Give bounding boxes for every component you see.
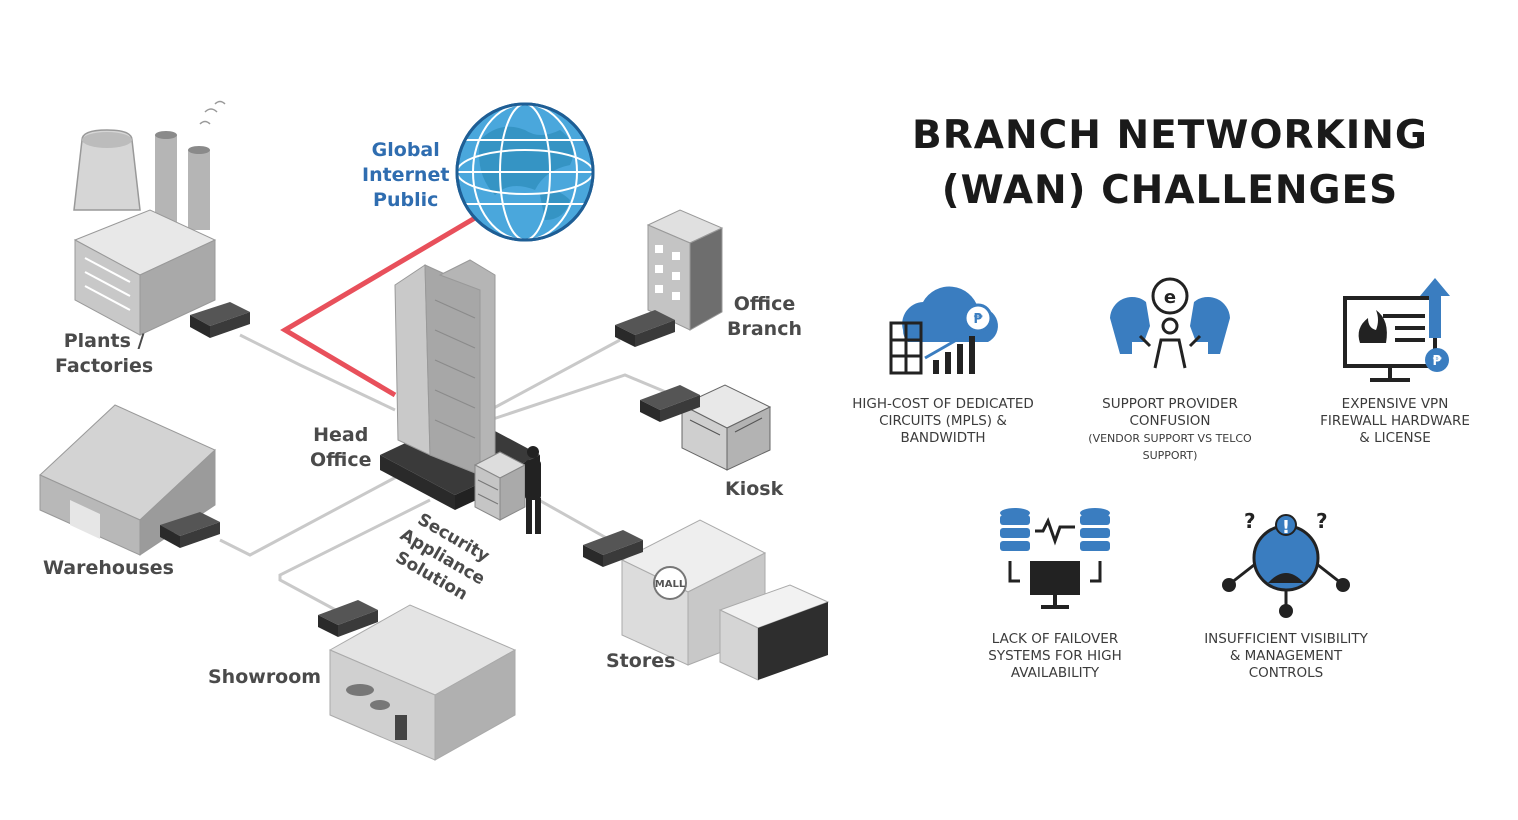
support-confusion-icon: e (1110, 277, 1230, 369)
challenge-support-confusion: e SUPPORT PROVIDER CONFUSION (VENDOR SUP… (1065, 268, 1275, 464)
label-global-internet: Global Internet Public (362, 139, 450, 211)
svg-text:e: e (1164, 287, 1176, 308)
office-building-icon (646, 209, 724, 331)
label-showroom: Showroom (208, 666, 322, 688)
challenge-firewall-cost: ₱ EXPENSIVE VPN FIREWALL HARDWARE & LICE… (1290, 268, 1500, 447)
person-icon (525, 446, 541, 534)
label-head-office: Head Office (310, 424, 372, 471)
showroom-icon (328, 604, 517, 761)
cloud-cost-icon: ₱ (889, 286, 998, 375)
challenge-high-cost: ₱ HIGH-COST OF DEDICATED CIRCUITS (MPLS)… (838, 268, 1048, 447)
svg-text:?: ? (1244, 509, 1256, 533)
connection-links (219, 333, 686, 617)
svg-text:!: ! (1282, 517, 1290, 538)
factory-icon (73, 100, 226, 336)
challenge-failover: LACK OF FAILOVER SYSTEMS FOR HIGH AVAILA… (950, 503, 1160, 682)
label-office-branch: Office Branch (727, 293, 802, 340)
svg-text:?: ? (1316, 509, 1328, 533)
title-line-2: (WAN) CHALLENGES (941, 168, 1399, 213)
svg-text:₱: ₱ (973, 312, 983, 327)
challenge-visibility: ? ? ! INSUFFICIENT VISIBILITY & MANAGEME… (1181, 503, 1391, 682)
link-office-branch (489, 338, 621, 412)
network-diagram: MALL (39, 100, 830, 761)
link-showroom (278, 498, 431, 617)
failover-icon (1000, 508, 1110, 609)
svg-text:₱: ₱ (1432, 354, 1442, 369)
label-warehouses: Warehouses (43, 557, 174, 579)
label-stores: Stores (606, 650, 676, 672)
link-internet (280, 212, 482, 398)
warehouse-icon (39, 404, 216, 556)
server-rack-icon (473, 451, 527, 521)
globe-icon (455, 102, 595, 242)
visibility-icon: ? ? ! (1222, 509, 1350, 618)
label-plants-factories: Plants / Factories (55, 330, 154, 377)
router-plants (190, 302, 250, 338)
page-title: BRANCH NETWORKING (WAN) CHALLENGES (870, 108, 1470, 218)
firewall-cost-icon: ₱ (1343, 278, 1450, 382)
link-stores (529, 493, 611, 542)
label-kiosk: Kiosk (725, 478, 784, 500)
mall-icon: MALL (620, 519, 830, 681)
router-kiosk (640, 385, 700, 422)
mall-sign: MALL (655, 579, 686, 590)
link-warehouses (219, 473, 401, 557)
title-line-1: BRANCH NETWORKING (912, 113, 1428, 158)
router-warehouses (160, 512, 220, 548)
link-plants (239, 333, 396, 412)
router-showroom (318, 600, 378, 637)
router-office-branch (615, 310, 675, 347)
kiosk-icon (680, 384, 772, 471)
router-stores (583, 530, 643, 567)
skyscraper-icon (380, 259, 540, 510)
